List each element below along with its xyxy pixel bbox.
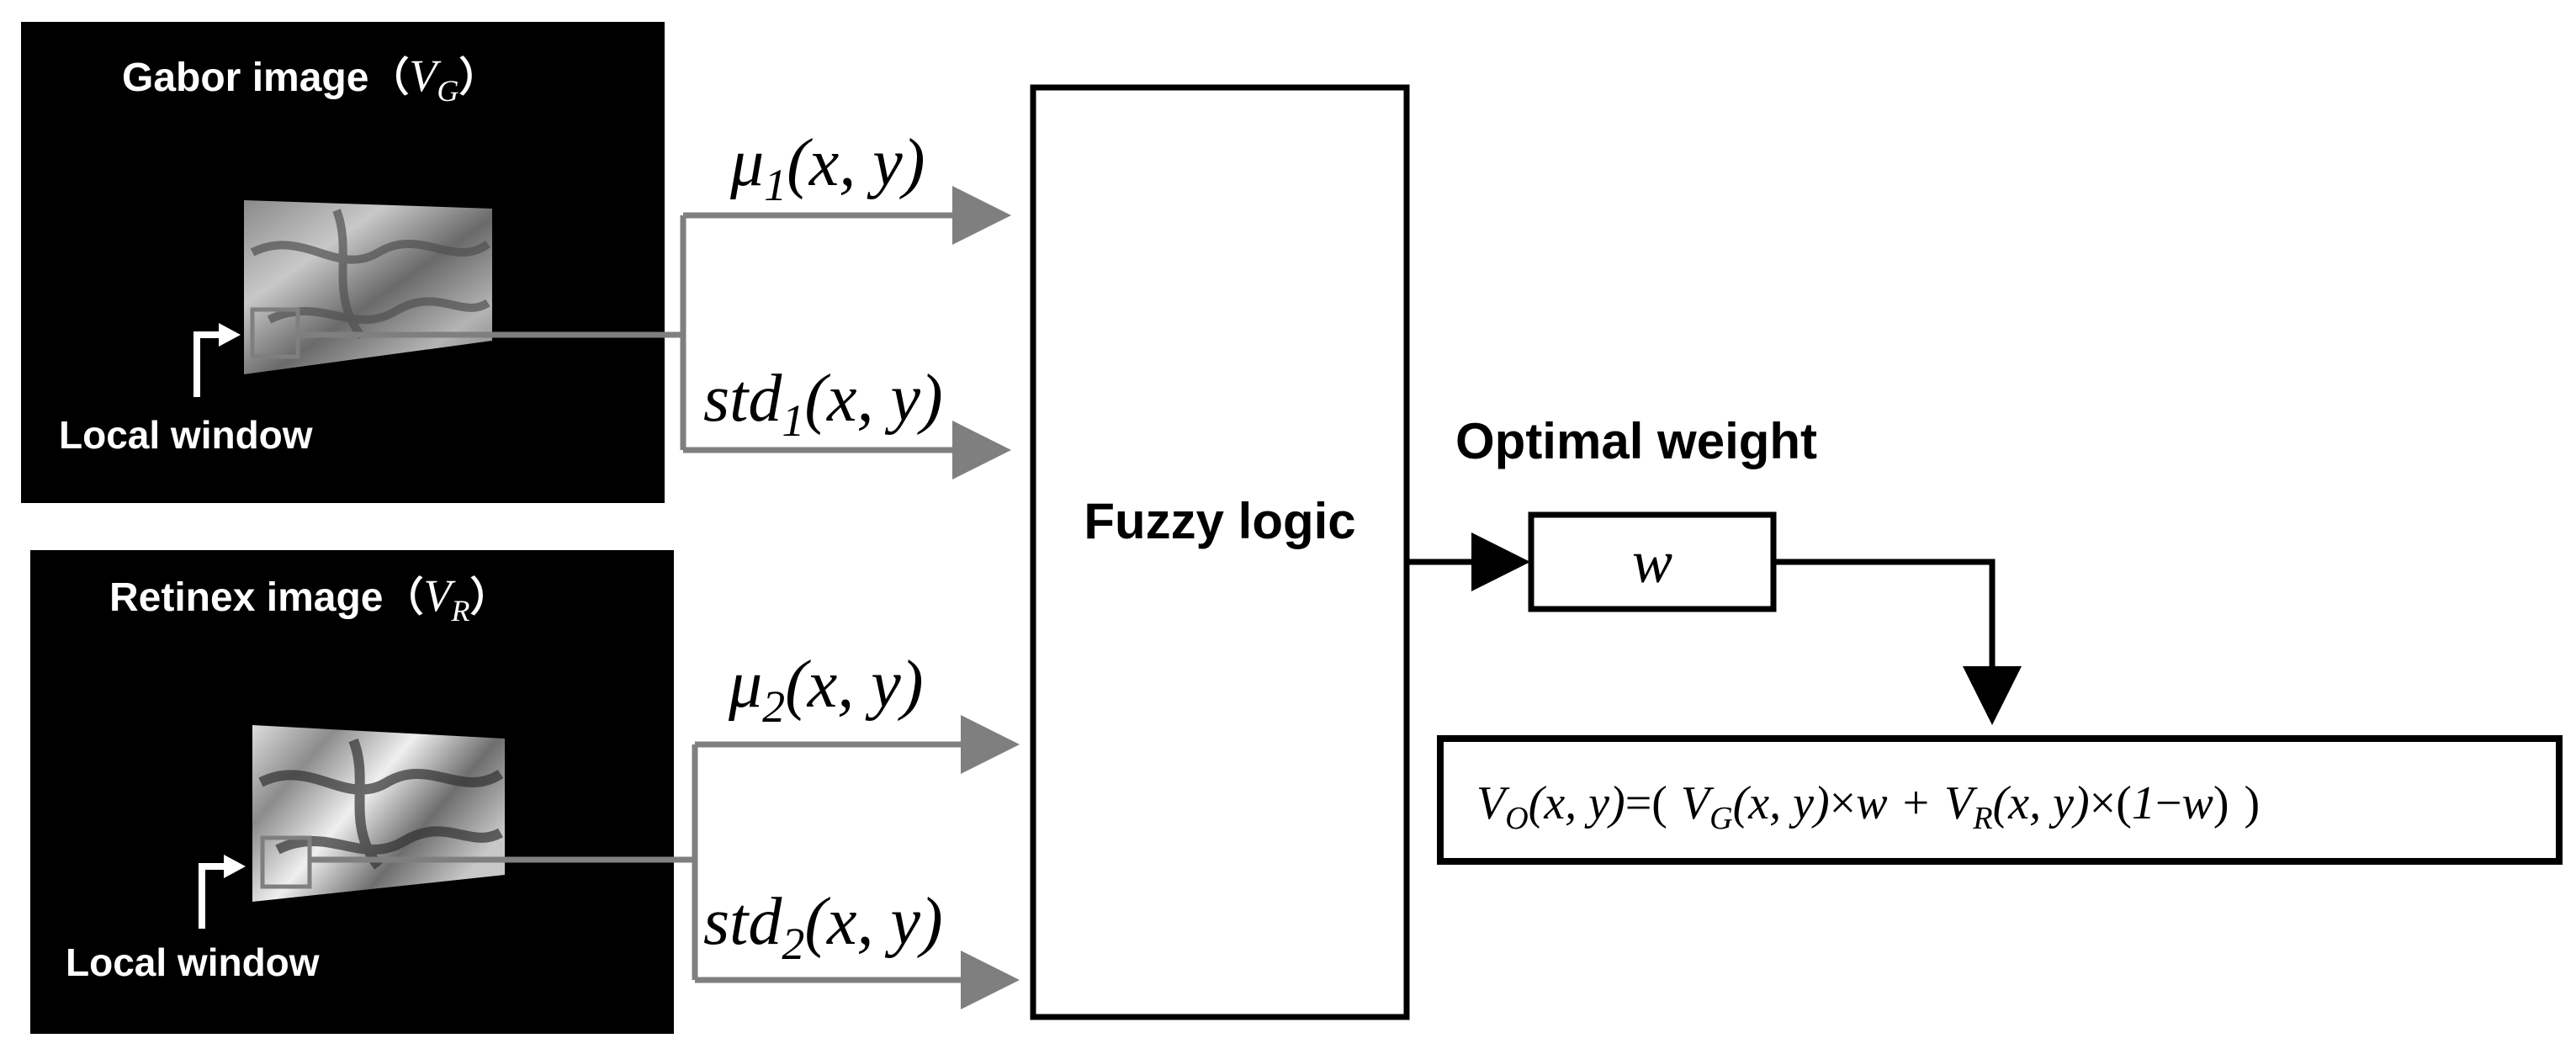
retinex-vein-pattern bbox=[258, 738, 504, 870]
retinex-connectors bbox=[310, 715, 1020, 1009]
formula-one: 1 bbox=[2132, 777, 2155, 829]
retinex-symbol-main: V bbox=[423, 570, 456, 621]
gabor-vein-pattern bbox=[250, 209, 490, 340]
fusion-formula: VO(x, y)=(VG(x, y)×w+VR(x, y)×(1−w)) bbox=[1476, 777, 2260, 836]
mu1-main: μ bbox=[729, 126, 764, 200]
retinex-symbol-sub: R bbox=[450, 594, 469, 628]
std1-label: std1(x, y) bbox=[703, 362, 943, 446]
formula-lhs-main: V bbox=[1476, 777, 1510, 829]
gabor-title-text: Gabor image（ bbox=[122, 56, 409, 100]
fuzzy-logic-box bbox=[1030, 84, 1410, 1020]
mu2-main: μ bbox=[728, 648, 762, 722]
gabor-connectors bbox=[298, 186, 1011, 479]
formula-times1: × bbox=[1830, 777, 1857, 829]
gabor-window-pointer-head bbox=[219, 323, 241, 347]
formula-lhs-args: (x, y) bbox=[1529, 777, 1625, 829]
fuzzy-logic-label: Fuzzy logic bbox=[1084, 493, 1355, 549]
formula-lhs-sub: O bbox=[1505, 801, 1528, 836]
retinex-panel-title: Retinex image（VR） bbox=[109, 570, 510, 628]
formula-minus: − bbox=[2155, 777, 2182, 829]
mu1-sub: 1 bbox=[764, 160, 787, 210]
std2-label: std2(x, y) bbox=[703, 885, 943, 969]
std2-sub: 2 bbox=[782, 919, 804, 969]
formula-t2-args: (x, y) bbox=[1993, 777, 2090, 829]
retinex-window-pointer-head bbox=[224, 855, 246, 878]
gabor-window-pointer-arrow bbox=[193, 331, 220, 397]
formula-t2-main: V bbox=[1944, 777, 1978, 829]
retinex-panel: Retinex image（VR） Local window bbox=[30, 550, 674, 1034]
gabor-symbol-sub: G bbox=[437, 74, 458, 108]
std1-sub: 1 bbox=[782, 395, 804, 446]
mu2-args: (x, y) bbox=[785, 648, 923, 722]
mu2-label: μ2(x, y) bbox=[728, 648, 923, 732]
retinex-vein-image bbox=[252, 725, 505, 902]
weight-symbol: w bbox=[1632, 528, 1672, 596]
formula-t2-sub: R bbox=[1972, 801, 1992, 836]
std1-args: (x, y) bbox=[804, 362, 942, 436]
retinex-window-label: Local window bbox=[66, 940, 320, 984]
formula-close: ) bbox=[2244, 777, 2260, 829]
formula-t1-sub: G bbox=[1709, 801, 1732, 836]
formula-w2: w bbox=[2181, 777, 2213, 829]
mu1-args: (x, y) bbox=[787, 126, 925, 200]
retinex-title-close: ） bbox=[469, 575, 510, 620]
gabor-title-close: ） bbox=[458, 56, 499, 100]
mu2-sub: 2 bbox=[762, 681, 785, 732]
formula-paren-open: ( bbox=[2116, 777, 2132, 829]
gabor-symbol-main: V bbox=[409, 50, 442, 101]
formula-w1: w bbox=[1856, 777, 1887, 829]
std2-args: (x, y) bbox=[804, 885, 942, 959]
gabor-window-label: Local window bbox=[59, 413, 313, 457]
formula-equals: =( bbox=[1625, 777, 1667, 829]
formula-t1-args: (x, y) bbox=[1733, 777, 1830, 829]
formula-t1-main: V bbox=[1681, 777, 1715, 829]
std2-main: std bbox=[703, 885, 782, 959]
retinex-window-pointer-arrow bbox=[199, 863, 225, 929]
mu1-label: μ1(x, y) bbox=[729, 126, 925, 210]
gabor-panel-title: Gabor image（VG） bbox=[122, 50, 499, 108]
retinex-title-text: Retinex image（ bbox=[109, 575, 423, 620]
formula-times2: × bbox=[2090, 777, 2117, 829]
formula-paren-close: ) bbox=[2213, 777, 2229, 829]
weight-to-formula-arrow bbox=[1773, 559, 2022, 725]
formula-plus: + bbox=[1903, 777, 1930, 829]
weight-box bbox=[1528, 511, 1777, 612]
gabor-panel: Gabor image（VG） Local window bbox=[21, 22, 665, 503]
optimal-weight-heading: Optimal weight bbox=[1455, 413, 1817, 469]
std1-main: std bbox=[703, 362, 782, 436]
fusion-formula-box bbox=[1437, 735, 2563, 865]
